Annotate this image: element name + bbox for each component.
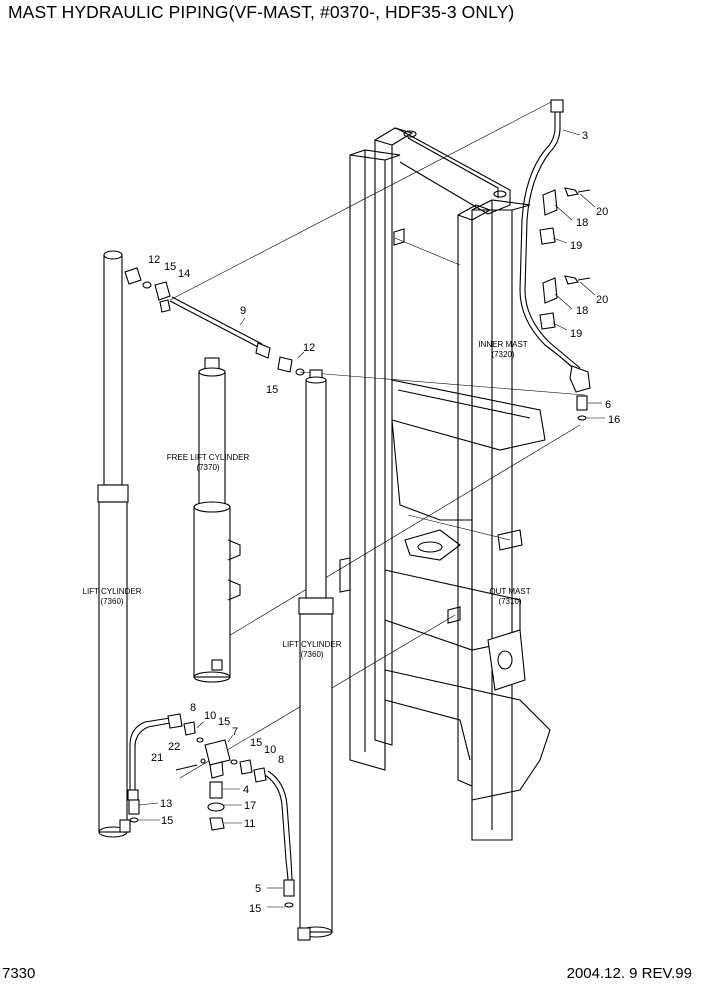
part-number-callouts: 3 20 18 19 20 18 19 6 16 12 15 14 9 12 1… <box>148 130 620 915</box>
hose-top-fitting <box>550 99 564 113</box>
free-lift-cylinder <box>193 357 241 683</box>
lift-cylinder-right-label: LIFT CYLINDER <box>283 640 342 649</box>
callout-15d: 15 <box>250 737 262 749</box>
callout-20a: 20 <box>596 206 608 218</box>
callout-17: 17 <box>244 800 256 812</box>
callout-15e: 15 <box>161 815 173 827</box>
connector-5 <box>283 879 295 897</box>
inner-mast-label: INNER MAST <box>478 340 527 349</box>
valve-block-7 <box>175 739 253 831</box>
callout-15a: 15 <box>164 261 176 273</box>
revision-date: 2004.12. 9 REV.99 <box>566 965 692 982</box>
mast-assembly <box>339 127 551 841</box>
clamp-set-lower <box>539 275 591 330</box>
callout-19b: 19 <box>570 328 582 340</box>
callout-15b: 15 <box>266 384 278 396</box>
connector-4 <box>209 781 223 799</box>
callout-8b: 8 <box>278 754 284 766</box>
page-number: 7330 <box>2 965 36 982</box>
callout-22: 22 <box>168 741 180 753</box>
callout-3: 3 <box>582 130 588 142</box>
lift-cylinder-left-ref: (7360) <box>100 597 123 606</box>
callout-12a: 12 <box>148 254 160 266</box>
free-lift-cylinder-label: FREE LIFT CYLINDER <box>167 453 250 462</box>
out-mast-ref: (7310) <box>498 597 521 606</box>
callout-7: 7 <box>232 726 238 738</box>
callout-11: 11 <box>244 818 255 830</box>
lower-hose-assembly-right <box>253 767 295 908</box>
callout-14: 14 <box>178 268 190 280</box>
callout-15f: 15 <box>249 903 261 915</box>
callout-10a: 10 <box>204 710 216 722</box>
lift-cylinder-right-ref: (7360) <box>300 650 323 659</box>
out-mast-label: OUT MAST <box>489 587 530 596</box>
hose-3-assembly <box>519 99 591 421</box>
free-lift-cylinder-ref: (7370) <box>196 463 219 472</box>
pipe-9-assembly <box>124 267 305 376</box>
callout-18b: 18 <box>576 305 588 317</box>
inner-mast-ref: (7320) <box>491 350 514 359</box>
callout-15c: 15 <box>218 716 230 728</box>
callout-10b: 10 <box>264 744 276 756</box>
callout-16: 16 <box>608 414 620 426</box>
connector-11 <box>209 817 225 831</box>
callout-6: 6 <box>605 399 611 411</box>
connector-13 <box>128 799 140 815</box>
lower-hose-assembly-left <box>127 713 204 823</box>
component-labels: INNER MAST (7320) OUT MAST (7310) FREE L… <box>83 340 531 659</box>
lift-cylinder-left-label: LIFT CYLINDER <box>83 587 142 596</box>
callout-20b: 20 <box>596 294 608 306</box>
lift-cylinder-right <box>297 369 334 941</box>
callout-12b: 12 <box>303 342 315 354</box>
lift-cylinder-left <box>97 250 131 838</box>
callout-4: 4 <box>243 784 249 796</box>
page-title: MAST HYDRAULIC PIPING(VF-MAST, #0370-, H… <box>8 2 515 22</box>
callout-8a: 8 <box>190 702 196 714</box>
callout-18a: 18 <box>576 217 588 229</box>
clamp-set-upper <box>539 187 591 245</box>
callout-5: 5 <box>255 883 261 895</box>
callout-leaders <box>138 129 605 908</box>
callout-13: 13 <box>160 798 172 810</box>
callout-21: 21 <box>151 752 163 764</box>
callout-19a: 19 <box>570 240 582 252</box>
connector-6 <box>576 395 588 411</box>
callout-9: 9 <box>240 305 246 317</box>
hose-bottom-fitting <box>569 365 591 393</box>
